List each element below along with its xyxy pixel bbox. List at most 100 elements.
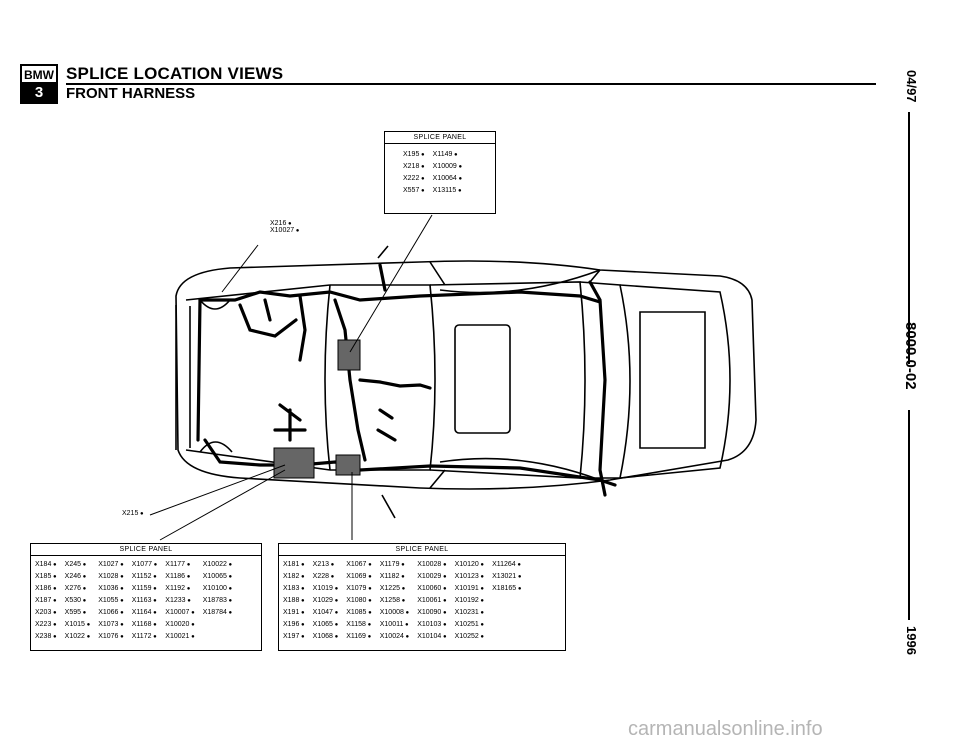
splice-id: X1029 xyxy=(309,594,343,606)
splice-id: X1019 xyxy=(309,582,343,594)
splice-id: X195 xyxy=(399,148,429,160)
splice-id: X245 xyxy=(61,558,95,570)
panel-row: X188X1029X1080X1258X10061X10192 xyxy=(279,594,526,606)
panel-row: X218X10009 xyxy=(399,160,466,172)
splice-id: X1055 xyxy=(94,594,128,606)
splice-id: X1225 xyxy=(376,582,413,594)
splice-block-left xyxy=(273,447,315,479)
splice-id: X182 xyxy=(279,570,309,582)
splice-id: X10065 xyxy=(199,570,236,582)
splice-id: X223 xyxy=(31,618,61,630)
splice-id: X196 xyxy=(279,618,309,630)
splice-id: X10231 xyxy=(451,606,488,618)
splice-id: X595 xyxy=(61,606,95,618)
splice-block-bottom xyxy=(335,454,361,476)
splice-id: X530 xyxy=(61,594,95,606)
bmw-logo: BMW 3 xyxy=(20,64,58,104)
splice-id: X187 xyxy=(31,594,61,606)
splice-id: X1028 xyxy=(94,570,128,582)
leader-left-panel xyxy=(159,469,286,541)
page-subtitle: FRONT HARNESS xyxy=(66,85,196,102)
panel-row: X203X595X1066X1164X10007X18784 xyxy=(31,606,236,618)
splice-id: X1066 xyxy=(94,606,128,618)
splice-id xyxy=(199,618,236,630)
splice-id: X10251 xyxy=(451,618,488,630)
panel-row: X185X246X1028X1152X1186X10065 xyxy=(31,570,236,582)
splice-id: X218 xyxy=(399,160,429,172)
splice-id: X1164 xyxy=(128,606,162,618)
splice-id: X10252 xyxy=(451,630,488,642)
splice-id: X1027 xyxy=(94,558,128,570)
right-panel-header: SPLICE PANEL xyxy=(279,544,565,556)
splice-id: X10061 xyxy=(413,594,450,606)
splice-id: X10120 xyxy=(451,558,488,570)
splice-id: X1069 xyxy=(342,570,376,582)
left-panel-table: X184X245X1027X1077X1177X10022X185X246X10… xyxy=(31,558,236,642)
splice-id: X1192 xyxy=(161,582,198,594)
splice-id: X197 xyxy=(279,630,309,642)
splice-id: X1047 xyxy=(309,606,343,618)
splice-id: X10022 xyxy=(199,558,236,570)
splice-id: X1068 xyxy=(309,630,343,642)
panel-row: X197X1068X1169X10024X10104X10252 xyxy=(279,630,526,642)
car-body-outline xyxy=(175,245,757,519)
splice-id: X10060 xyxy=(413,582,450,594)
panel-row: X557X13115 xyxy=(399,184,466,196)
right-splice-panel: SPLICE PANEL X181X213X1067X1179X10028X10… xyxy=(278,543,566,651)
leader-x216 xyxy=(221,244,259,293)
splice-id: X181 xyxy=(279,558,309,570)
leader-lines xyxy=(149,214,433,541)
splice-id: X10028 xyxy=(413,558,450,570)
callout-x216-line1: X216 xyxy=(270,220,292,227)
splice-id xyxy=(199,630,236,642)
splice-id: X188 xyxy=(279,594,309,606)
splice-id: X185 xyxy=(31,570,61,582)
splice-id: X1159 xyxy=(128,582,162,594)
splice-id: X1186 xyxy=(161,570,198,582)
splice-id xyxy=(488,618,525,630)
splice-id: X228 xyxy=(309,570,343,582)
splice-id: X1158 xyxy=(342,618,376,630)
page-title: SPLICE LOCATION VIEWS xyxy=(66,64,284,83)
panel-row: X238X1022X1076X1172X10021 xyxy=(31,630,236,642)
callout-x216: X216 X10027 xyxy=(270,220,299,234)
side-line-bottom xyxy=(908,410,910,620)
panel-row: X187X530X1055X1163X1233X18783 xyxy=(31,594,236,606)
splice-id: X10103 xyxy=(413,618,450,630)
splice-id: X10024 xyxy=(376,630,413,642)
splice-id: X1085 xyxy=(342,606,376,618)
splice-id: X10123 xyxy=(451,570,488,582)
splice-id: X222 xyxy=(399,172,429,184)
watermark-text: carmanualsonline.info xyxy=(628,718,823,740)
splice-id: X1067 xyxy=(342,558,376,570)
splice-id xyxy=(488,606,525,618)
splice-id: X1169 xyxy=(342,630,376,642)
splice-id: X1080 xyxy=(342,594,376,606)
splice-id: X213 xyxy=(309,558,343,570)
panel-row: X196X1065X1158X10011X10103X10251 xyxy=(279,618,526,630)
splice-id: X10191 xyxy=(451,582,488,594)
splice-id: X18783 xyxy=(199,594,236,606)
panel-row: X184X245X1027X1077X1177X10022 xyxy=(31,558,236,570)
panel-row: X223X1015X1073X1168X10020 xyxy=(31,618,236,630)
panel-row: X182X228X1069X1182X10029X10123X13021 xyxy=(279,570,526,582)
panel-row: X191X1047X1085X10008X10090X10231 xyxy=(279,606,526,618)
leader-x215 xyxy=(149,464,286,516)
splice-id: X10064 xyxy=(429,172,466,184)
panel-row: X183X1019X1079X1225X10060X10191X18165 xyxy=(279,582,526,594)
callout-x215: X215 xyxy=(122,510,144,517)
splice-id: X1149 xyxy=(429,148,466,160)
splice-id: X13115 xyxy=(429,184,466,196)
top-panel-header: SPLICE PANEL xyxy=(385,132,495,144)
splice-id: X18165 xyxy=(488,582,525,594)
right-panel-table: X181X213X1067X1179X10028X10120X11264X182… xyxy=(279,558,526,642)
splice-id: X1233 xyxy=(161,594,198,606)
splice-id: X10011 xyxy=(376,618,413,630)
splice-id: X203 xyxy=(31,606,61,618)
splice-id: X1152 xyxy=(128,570,162,582)
splice-id: X13021 xyxy=(488,570,525,582)
splice-id: X10008 xyxy=(376,606,413,618)
leader-top-panel xyxy=(349,214,433,353)
top-panel-table: X195X1149X218X10009X222X10064X557X13115 xyxy=(399,148,466,196)
